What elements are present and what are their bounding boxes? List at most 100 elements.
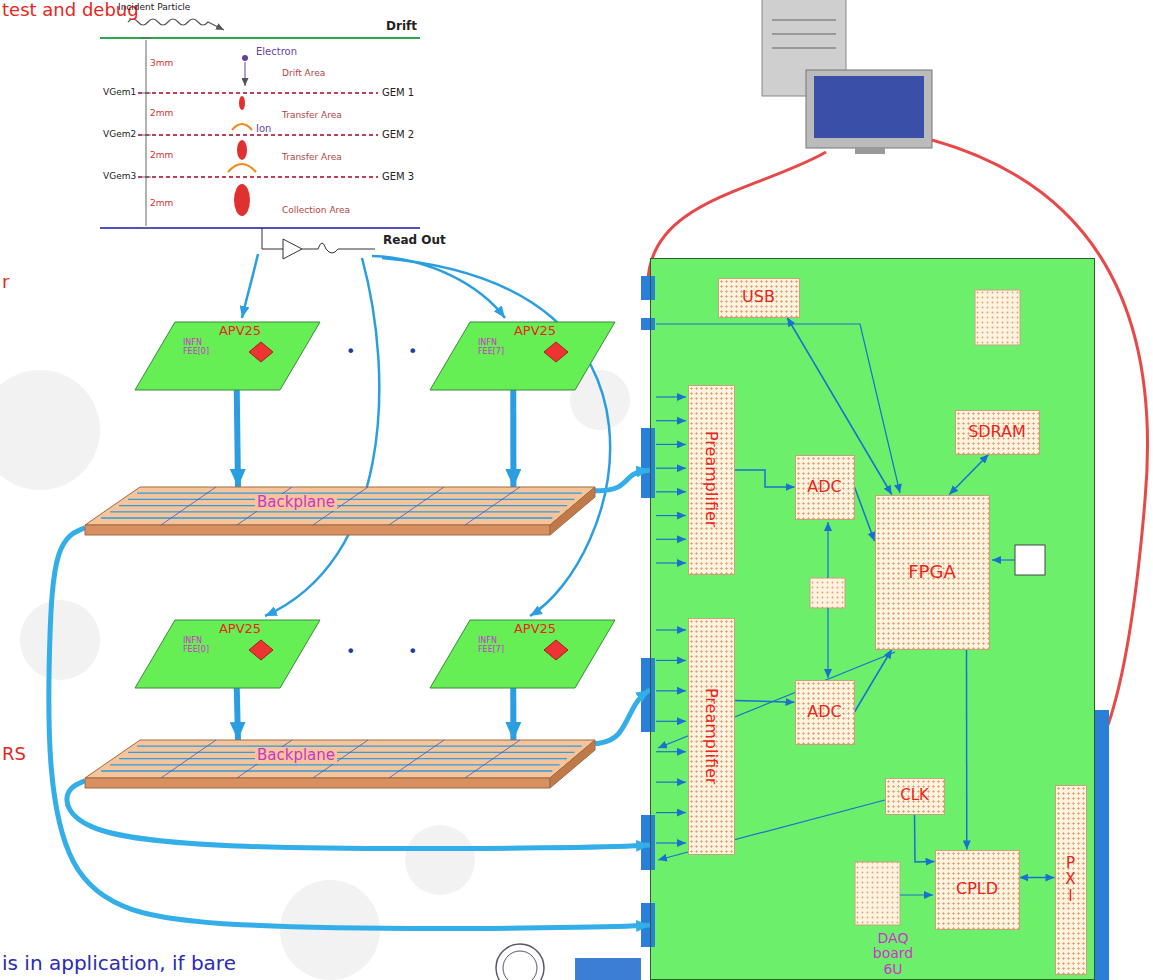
usb-chip: USB — [718, 278, 800, 318]
ellipsis-dot: • — [408, 643, 417, 661]
board-trace — [656, 842, 686, 843]
board-trace — [656, 420, 686, 421]
node-title: ADC — [807, 703, 841, 721]
node-title: Preamplifier — [702, 431, 720, 527]
gem-detector-illustration — [128, 19, 224, 30]
node-title: DAQ board 6U — [863, 931, 923, 977]
node-title: SDRAM — [968, 423, 1026, 441]
computer — [772, 20, 836, 48]
particle-label: Incident Particle — [118, 2, 190, 12]
region-label: Transfer Area — [282, 152, 342, 162]
ellipsis-dot: • — [346, 343, 355, 361]
bus-arrow — [510, 390, 516, 487]
signal-arrow — [915, 815, 935, 863]
node-subtitle: INFN FEE[7] — [478, 637, 522, 655]
node-subtitle: INFN FEE[7] — [478, 339, 522, 357]
preamplifier: Preamplifier — [688, 618, 735, 855]
board-trace — [827, 522, 828, 578]
node-title: USB — [742, 288, 775, 306]
gem-detector-illustration — [138, 176, 378, 178]
board-trace — [656, 444, 686, 445]
board-trace — [656, 468, 686, 469]
signal-cable — [242, 254, 258, 318]
voltage-label: VGem1 — [103, 87, 136, 97]
node-title: ADC — [807, 478, 841, 496]
gem-detector-illustration — [239, 96, 245, 110]
signal-cable — [382, 258, 610, 616]
backplane-outline — [550, 740, 595, 788]
slide-text: r — [2, 272, 9, 293]
board-trace — [656, 721, 686, 722]
apv25-card: APV25INFN FEE[0] — [135, 620, 320, 688]
gem-detector-illustration — [141, 38, 151, 228]
logo — [575, 958, 641, 980]
board-trace — [992, 559, 1015, 560]
signal-cable — [242, 254, 610, 616]
particle-label: Ion — [256, 123, 271, 135]
adc-chip: ADC — [795, 455, 855, 520]
signal-arrow — [966, 650, 968, 850]
plane-label: GEM 1 — [382, 87, 414, 99]
dimension: 2mm — [150, 198, 173, 208]
pxi-connector: P X I — [1055, 785, 1087, 975]
gem-detector-illustration — [100, 19, 420, 259]
backplane: Backplane — [85, 740, 595, 788]
dimension: 2mm — [150, 108, 173, 118]
board-trace — [656, 782, 686, 783]
board-connector — [641, 428, 655, 498]
sdram-chip: SDRAM — [955, 410, 1040, 455]
cable — [595, 470, 650, 491]
board-trace — [656, 539, 686, 540]
computer — [855, 148, 885, 154]
preamplifier: Preamplifier — [688, 385, 735, 575]
backplane-outline — [389, 740, 444, 778]
gem-detector-illustration — [245, 62, 246, 86]
board-connector — [641, 276, 1109, 980]
dimension: 2mm — [150, 150, 173, 160]
board-trace — [656, 396, 686, 397]
node-title: FPGA — [908, 562, 955, 583]
backplane-outline — [85, 740, 595, 778]
daq-board-ground — [650, 258, 1095, 980]
board-chip — [1015, 545, 1045, 575]
backplane-outline — [85, 487, 595, 535]
region-label: Transfer Area — [282, 110, 342, 120]
node-title: APV25 — [490, 622, 580, 637]
node-subtitle: INFN FEE[0] — [183, 339, 227, 357]
slide-text: RS — [2, 744, 26, 765]
gem-detector-illustration — [146, 40, 147, 226]
dimension: 3mm — [150, 58, 173, 68]
slide-text: is in application, if bare — [2, 952, 236, 975]
board-trace — [656, 751, 686, 752]
signal-arrow — [855, 650, 892, 713]
board-connector — [641, 276, 655, 300]
cable — [49, 528, 650, 929]
signal-arrow — [735, 470, 795, 487]
board-chip — [975, 290, 1020, 345]
backplane-outline — [101, 517, 552, 518]
particle-label: Electron — [256, 46, 297, 58]
backplane-outline — [85, 525, 550, 535]
bus-arrow — [237, 688, 238, 740]
board-trace — [656, 562, 686, 563]
cable — [67, 781, 650, 849]
backplane-outline — [161, 487, 216, 525]
gem-detector-illustration — [237, 140, 247, 160]
backplane: Backplane — [85, 487, 595, 535]
node-title: Backplane — [255, 494, 337, 511]
clock-chip: CLK — [885, 778, 945, 815]
backplane-outline — [465, 740, 520, 778]
board-trace — [656, 812, 686, 813]
backplane-outline — [101, 770, 552, 771]
node-title: CPLD — [956, 880, 998, 898]
ellipsis-dot: • — [346, 643, 355, 661]
card-outline — [249, 640, 273, 660]
voltage-label: VGem2 — [103, 129, 136, 139]
backplane-outline — [85, 740, 595, 788]
gem-detector-illustration — [228, 164, 256, 172]
node-title: CLK — [900, 787, 929, 804]
board-trace — [827, 608, 828, 678]
board-chip — [810, 290, 1045, 925]
backplane-outline — [119, 505, 567, 506]
computer — [806, 70, 932, 148]
